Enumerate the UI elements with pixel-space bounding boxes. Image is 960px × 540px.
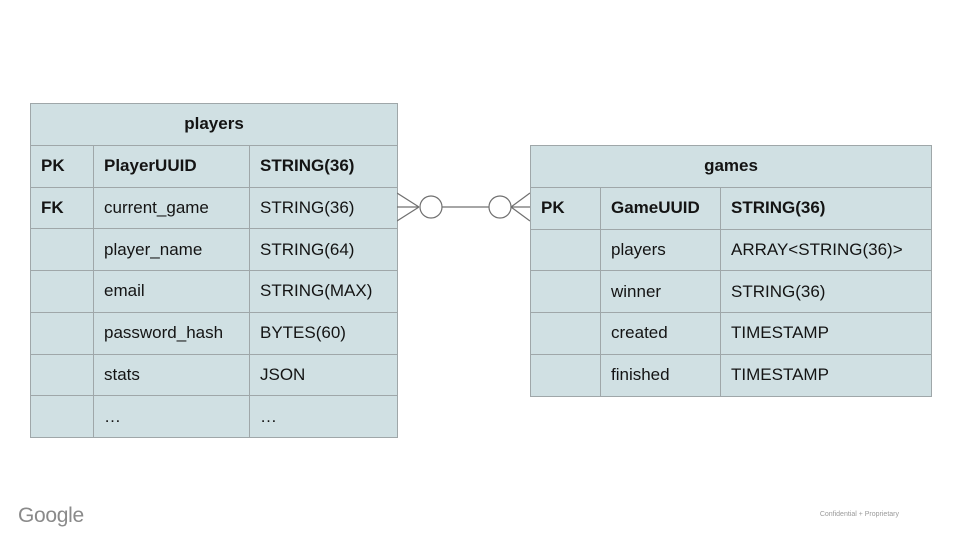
key-cell — [30, 311, 94, 355]
field-type-cell: STRING(36) — [719, 270, 933, 313]
field-type-cell: STRING(36) — [248, 144, 399, 188]
games-table-header-row: games — [529, 145, 933, 188]
table-row-player-name: player_name STRING(64) — [30, 228, 399, 271]
field-name-cell: stats — [93, 353, 250, 397]
field-type-cell: STRING(MAX) — [248, 270, 399, 313]
field-type-cell: STRING(36) — [719, 186, 933, 230]
table-row-finished: finished TIMESTAMP — [530, 353, 933, 397]
key-cell — [530, 312, 601, 355]
table-row-created: created TIMESTAMP — [530, 312, 933, 355]
table-row-ellipsis: … … — [30, 395, 399, 438]
field-name-cell: PlayerUUID — [93, 144, 250, 188]
table-row-playeruuid: PK PlayerUUID STRING(36) — [30, 144, 399, 188]
field-type-cell: BYTES(60) — [248, 311, 399, 355]
players-table: players PK PlayerUUID STRING(36) FK curr… — [29, 103, 399, 438]
key-cell — [530, 270, 601, 313]
table-row-stats: stats JSON — [30, 353, 399, 397]
key-cell: FK — [30, 186, 94, 230]
field-name-cell: GameUUID — [600, 186, 721, 230]
table-row-players: players ARRAY<STRING(36)> — [530, 228, 933, 272]
confidential-label: Confidential + Proprietary — [819, 511, 899, 518]
key-cell — [30, 270, 94, 313]
key-cell: PK — [530, 186, 601, 230]
field-type-cell: ARRAY<STRING(36)> — [719, 228, 933, 272]
field-name-cell: current_game — [93, 186, 250, 230]
field-name-cell: player_name — [93, 228, 250, 271]
zero-cardinality-right-icon — [488, 195, 512, 219]
zero-cardinality-left-icon — [419, 195, 443, 219]
field-type-cell: STRING(36) — [248, 186, 399, 230]
key-cell — [530, 353, 601, 397]
field-type-cell: … — [248, 395, 399, 438]
table-row-gameuuid: PK GameUUID STRING(36) — [530, 186, 933, 230]
crow-foot-many-left-icon — [397, 192, 420, 222]
field-name-cell: winner — [600, 270, 721, 313]
crow-foot-many-right-icon — [510, 192, 530, 222]
key-cell — [30, 395, 94, 438]
field-name-cell: email — [93, 270, 250, 313]
field-name-cell: password_hash — [93, 311, 250, 355]
games-table-title: games — [529, 145, 933, 188]
google-logo: Google — [18, 504, 84, 527]
players-table-title: players — [29, 103, 399, 146]
field-type-cell: STRING(64) — [248, 228, 399, 271]
table-row-winner: winner STRING(36) — [530, 270, 933, 313]
table-row-current-game: FK current_game STRING(36) — [30, 186, 399, 230]
field-type-cell: JSON — [248, 353, 399, 397]
key-cell — [30, 353, 94, 397]
field-name-cell: … — [93, 395, 250, 438]
key-cell — [530, 228, 601, 272]
players-table-header-row: players — [29, 103, 399, 146]
field-type-cell: TIMESTAMP — [719, 312, 933, 355]
field-type-cell: TIMESTAMP — [719, 353, 933, 397]
relationship-connector — [397, 192, 530, 222]
games-table: games PK GameUUID STRING(36) players ARR… — [529, 145, 933, 397]
table-row-password-hash: password_hash BYTES(60) — [30, 311, 399, 355]
field-name-cell: created — [600, 312, 721, 355]
key-cell: PK — [30, 144, 94, 188]
field-name-cell: finished — [600, 353, 721, 397]
key-cell — [30, 228, 94, 271]
table-row-email: email STRING(MAX) — [30, 270, 399, 313]
field-name-cell: players — [600, 228, 721, 272]
